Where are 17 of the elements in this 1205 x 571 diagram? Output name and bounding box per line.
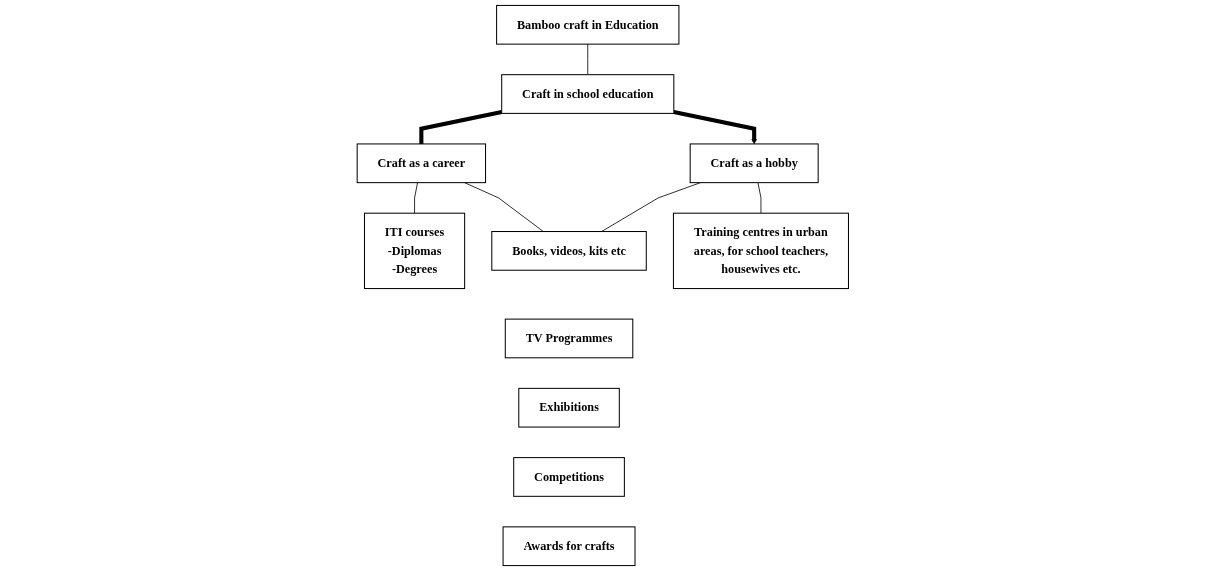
- node-box: Craft as a career: [356, 143, 486, 184]
- node-box: Craft in school education: [500, 74, 674, 114]
- node-box: Books, videos, kits etc: [491, 231, 647, 271]
- node-box: Exhibitions: [517, 387, 620, 428]
- node-box: Competitions: [512, 457, 625, 497]
- node-box: Training centres in urban areas, for school teachers, housewives etc.: [672, 212, 849, 290]
- connector: [419, 109, 502, 144]
- arrow: [673, 109, 757, 145]
- connector: [587, 43, 588, 76]
- node-box: Awards for crafts: [502, 526, 636, 567]
- node-box: Bamboo craft in Education: [495, 4, 680, 45]
- node-box: Craft as a hobby: [689, 143, 819, 184]
- node-box: TV Programmes: [504, 318, 633, 359]
- connector: [413, 182, 418, 214]
- connector: [757, 182, 762, 214]
- connector: [600, 182, 701, 232]
- node-box: ITI courses -Diplomas -Degrees: [363, 212, 465, 290]
